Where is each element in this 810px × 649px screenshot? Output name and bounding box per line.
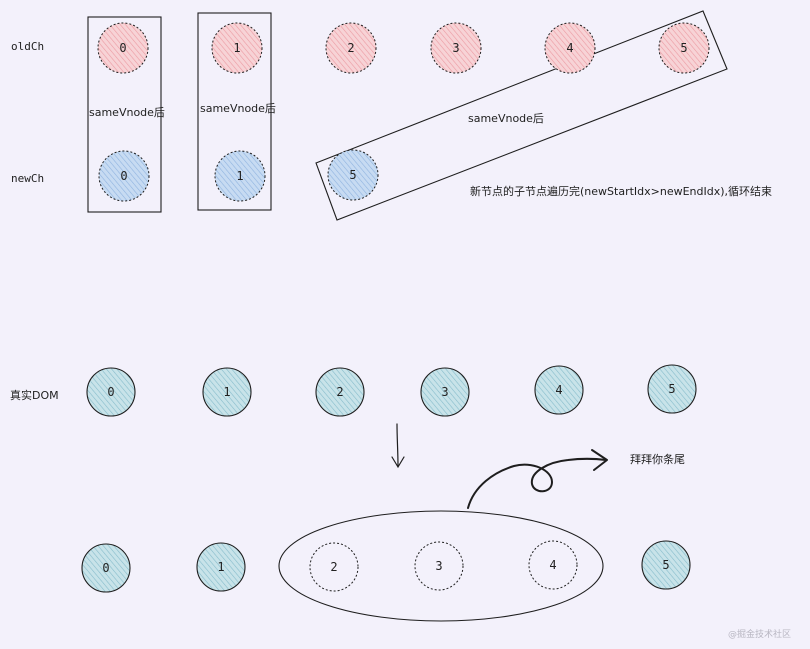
- dom-node-0: 0: [86, 367, 136, 417]
- dom-node-1: 1: [202, 367, 252, 417]
- dom-node-5: 5: [647, 364, 697, 414]
- pair-box-1: [197, 12, 272, 211]
- old-ch-label: oldCh: [11, 40, 45, 53]
- new-node-0-label: 0: [120, 169, 127, 183]
- new-node-1: 1: [214, 150, 266, 202]
- result-node-1: 1: [196, 542, 246, 592]
- new-ch-label: newCh: [11, 172, 45, 185]
- same-vnode-label-1: sameVnode后: [200, 102, 276, 115]
- old-node-0-label: 0: [119, 41, 126, 55]
- old-node-3: 3: [430, 22, 482, 74]
- old-node-4-label: 4: [566, 41, 573, 55]
- old-node-4: 4: [544, 22, 596, 74]
- same-vnode-label-0: sameVnode后: [89, 106, 165, 119]
- same-vnode-label-5: sameVnode后: [468, 112, 544, 125]
- old-node-1: 1: [211, 22, 263, 74]
- new-node-1-label: 1: [236, 169, 243, 183]
- result-node-5-label: 5: [662, 558, 669, 572]
- result-node-0: 0: [81, 543, 131, 593]
- result-node-3-removed: 3: [414, 541, 464, 591]
- dom-node-0-label: 0: [107, 385, 114, 399]
- dom-node-4: 4: [534, 365, 584, 415]
- dom-node-2-label: 2: [336, 385, 343, 399]
- dom-node-3-label: 3: [441, 385, 448, 399]
- old-node-0: 0: [97, 22, 149, 74]
- old-node-5-label: 5: [680, 41, 687, 55]
- result-node-3-label: 3: [435, 559, 442, 573]
- new-node-5-label: 5: [349, 168, 356, 182]
- result-node-5: 5: [641, 540, 691, 590]
- old-node-2-label: 2: [347, 41, 354, 55]
- real-dom-label: 真实DOM: [10, 389, 59, 402]
- result-node-4-label: 4: [549, 558, 556, 572]
- dom-node-2: 2: [315, 367, 365, 417]
- old-node-5: 5: [658, 22, 710, 74]
- down-arrow-icon: [391, 423, 405, 469]
- old-node-3-label: 3: [452, 41, 459, 55]
- bye-tail-label: 拜拜你条尾: [630, 453, 685, 466]
- dom-node-5-label: 5: [668, 382, 675, 396]
- result-node-2-removed: 2: [309, 542, 359, 592]
- old-node-2: 2: [325, 22, 377, 74]
- dom-node-1-label: 1: [223, 385, 230, 399]
- dom-node-4-label: 4: [555, 383, 562, 397]
- curly-arrow-icon: [467, 449, 608, 509]
- pair-box-0: [87, 16, 162, 213]
- new-node-5: 5: [327, 149, 379, 201]
- new-node-0: 0: [98, 150, 150, 202]
- removed-nodes-ellipse: [278, 510, 604, 622]
- result-node-4-removed: 4: [528, 540, 578, 590]
- result-node-0-label: 0: [102, 561, 109, 575]
- result-node-2-label: 2: [330, 560, 337, 574]
- old-node-1-label: 1: [233, 41, 240, 55]
- watermark: @掘金技术社区: [728, 630, 792, 640]
- dom-node-3: 3: [420, 367, 470, 417]
- loop-end-note: 新节点的子节点遍历完(newStartIdx>newEndIdx),循环结束: [470, 185, 773, 198]
- result-node-1-label: 1: [217, 560, 224, 574]
